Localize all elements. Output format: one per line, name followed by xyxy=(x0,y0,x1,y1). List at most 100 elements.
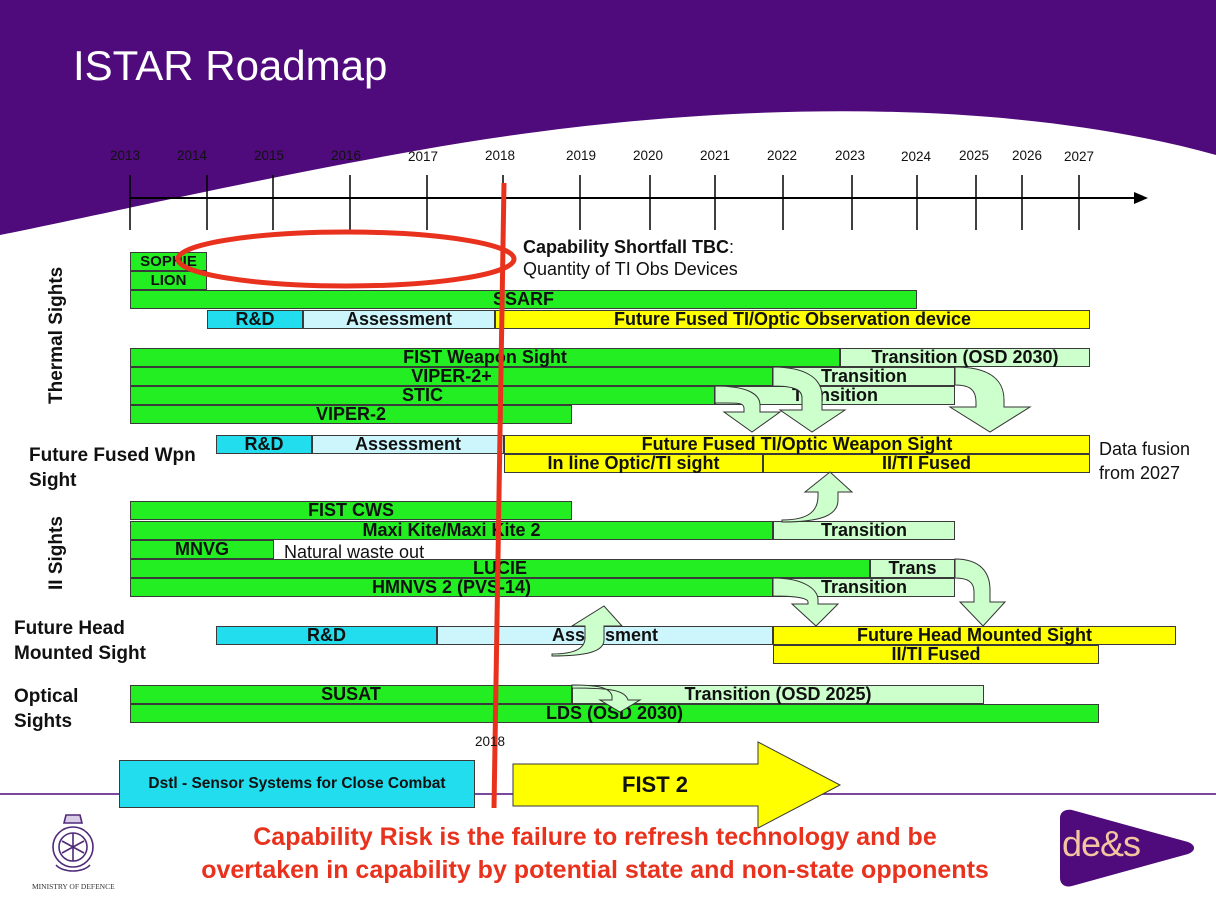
bar-ii-ti-fused-2: II/TI Fused xyxy=(773,645,1099,664)
year-label: 2014 xyxy=(177,148,208,163)
bar-rd-2-label: R&D xyxy=(244,434,284,454)
bar-maxi-kite: Maxi Kite/Maxi Kite 2 xyxy=(130,521,773,540)
bar-assessment-2-label: Assessment xyxy=(354,434,462,454)
year-label: 2013 xyxy=(110,148,141,163)
year-label: 2020 xyxy=(633,148,664,163)
row-label-optical-text: Optical Sights xyxy=(14,686,79,732)
bar-viper-2-plus: VIPER-2+ xyxy=(130,367,773,386)
bar-ssarf: SSARF xyxy=(130,290,917,309)
year-label: 2023 xyxy=(835,148,866,163)
bar-mnvg: MNVG xyxy=(130,540,274,559)
bar-future-weapon-sight-label: Future Fused TI/Optic Weapon Sight xyxy=(641,434,953,454)
year-label: 2018 xyxy=(485,148,516,163)
bar-transition-1: Transition xyxy=(773,367,955,386)
bar-rd-2: R&D xyxy=(216,435,312,454)
bar-assessment-2: Assessment xyxy=(312,435,504,454)
natural-waste-note: Natural waste out xyxy=(284,542,425,562)
bar-rd-3: R&D xyxy=(216,626,437,645)
bar-inline-sight: In line Optic/TI sight xyxy=(504,454,763,473)
bar-stic: STIC xyxy=(130,386,715,405)
bar-transition-1-label: Transition xyxy=(820,366,907,386)
mod-label: MINISTRY OF DEFENCE xyxy=(32,882,115,891)
bar-ssarf-label: SSARF xyxy=(492,289,554,309)
fist2-arrow xyxy=(512,741,842,829)
year-label: 2021 xyxy=(700,148,731,163)
year-label: 2025 xyxy=(959,148,990,163)
bar-lion-label: LION xyxy=(150,272,187,289)
bar-transition-4-label: Transition xyxy=(820,577,907,597)
bar-viper-2-plus-label: VIPER-2+ xyxy=(411,366,492,386)
bar-stic-label: STIC xyxy=(401,385,443,405)
bar-transition-4: Transition xyxy=(773,578,955,597)
bar-lucie-label: LUCIE xyxy=(473,558,527,578)
bar-rd-3-label: R&D xyxy=(307,625,346,645)
callout-heading: Capability Shortfall TBC xyxy=(523,237,730,257)
bar-ii-ti-fused-1: II/TI Fused xyxy=(763,454,1090,473)
bar-transition-3-label: Transition xyxy=(820,520,907,540)
bar-inline-sight-label: In line Optic/TI sight xyxy=(547,453,720,473)
bar-future-weapon-sight: Future Fused TI/Optic Weapon Sight xyxy=(504,435,1090,454)
year-label: 2024 xyxy=(901,149,932,164)
bar-rd-1-label: R&D xyxy=(235,309,275,329)
bar-lion: LION xyxy=(130,271,207,290)
bar-viper-2: VIPER-2 xyxy=(130,405,572,424)
mod-crest-icon xyxy=(52,814,94,872)
bar-assessment-1: Assessment xyxy=(303,310,495,329)
bar-fist-weapon-sight-label: FIST Weapon Sight xyxy=(403,347,567,367)
bar-transition-osd-2030: Transition (OSD 2030) xyxy=(840,348,1090,367)
bar-hmnvs-label: HMNVS 2 (PVS-14) xyxy=(371,577,532,597)
risk-line-1: Capability Risk is the failure to refres… xyxy=(253,823,937,851)
row-label-future-fused: Future Fused Wpn Sight xyxy=(29,443,219,493)
page-title: ISTAR Roadmap xyxy=(73,42,388,89)
callout-body: Quantity of TI Obs Devices xyxy=(523,259,738,279)
timeline-axis xyxy=(129,175,1148,230)
marker-year-label: 2018 xyxy=(475,734,506,749)
bar-susat-label: SUSAT xyxy=(321,684,381,704)
bar-transition-osd-2025-label: Transition (OSD 2025) xyxy=(684,684,872,704)
row-label-thermal: Thermal Sights xyxy=(46,266,67,404)
bar-susat: SUSAT xyxy=(130,685,572,704)
year-label: 2026 xyxy=(1012,148,1043,163)
year-label: 2027 xyxy=(1064,149,1095,164)
des-logo-text: de&s xyxy=(1062,823,1141,864)
bar-lds: LDS (OSD 2030) xyxy=(130,704,1099,723)
year-label: 2019 xyxy=(566,148,597,163)
data-fusion-line1: Data fusion xyxy=(1099,439,1191,459)
bar-lds-label: LDS (OSD 2030) xyxy=(545,703,684,723)
bar-sophie-label: SOPHIE xyxy=(140,253,197,270)
bar-fist-cws-label: FIST CWS xyxy=(308,500,394,520)
fist2-label: FIST 2 xyxy=(622,772,689,797)
bar-transition-3: Transition xyxy=(773,521,955,540)
row-label-future-head: Future Head Mounted Sight xyxy=(14,616,174,666)
dstl-box-label: Dstl - Sensor Systems for Close Combat xyxy=(148,775,446,792)
bar-future-obs-label: Future Fused TI/Optic Observation device xyxy=(613,309,972,329)
des-logo xyxy=(1060,809,1194,887)
bar-maxi-kite-label: Maxi Kite/Maxi Kite 2 xyxy=(362,520,541,540)
bar-trans-short-label: Trans xyxy=(888,558,937,578)
dstl-box: Dstl - Sensor Systems for Close Combat xyxy=(119,760,475,808)
bar-lucie: LUCIE xyxy=(130,559,870,578)
bar-transition-osd-2025: Transition (OSD 2025) xyxy=(572,685,984,704)
bar-assessment-3-label: Assessment xyxy=(551,625,659,645)
row-label-future-head-text: Future Head Mounted Sight xyxy=(14,618,146,664)
callout-text: Capability Shortfall TBC: Quantity of TI… xyxy=(523,236,738,280)
bar-fist-cws: FIST CWS xyxy=(130,501,572,520)
row-label-future-fused-text: Future Fused Wpn Sight xyxy=(29,445,196,491)
bar-future-obs: Future Fused TI/Optic Observation device xyxy=(495,310,1090,329)
row-label-ii: II Sights xyxy=(46,516,67,590)
callout-colon: : xyxy=(729,237,735,257)
bar-future-hms-label: Future Head Mounted Sight xyxy=(857,625,1092,645)
callout-heading-line: Capability Shortfall TBC: xyxy=(523,236,738,258)
bar-ii-ti-fused-1-label: II/TI Fused xyxy=(881,453,971,473)
bar-ii-ti-fused-2-label: II/TI Fused xyxy=(891,644,981,664)
bar-fist-weapon-sight: FIST Weapon Sight xyxy=(130,348,840,367)
bar-transition-osd-2030-label: Transition (OSD 2030) xyxy=(871,347,1059,367)
bar-transition-2: Transition xyxy=(715,386,955,405)
year-label: 2022 xyxy=(767,148,798,163)
data-fusion-line2: from 2027 xyxy=(1099,463,1181,483)
bar-assessment-3: Assessment xyxy=(437,626,773,645)
year-label: 2017 xyxy=(408,149,439,164)
bar-assessment-1-label: Assessment xyxy=(345,309,453,329)
year-label: 2016 xyxy=(331,148,362,163)
